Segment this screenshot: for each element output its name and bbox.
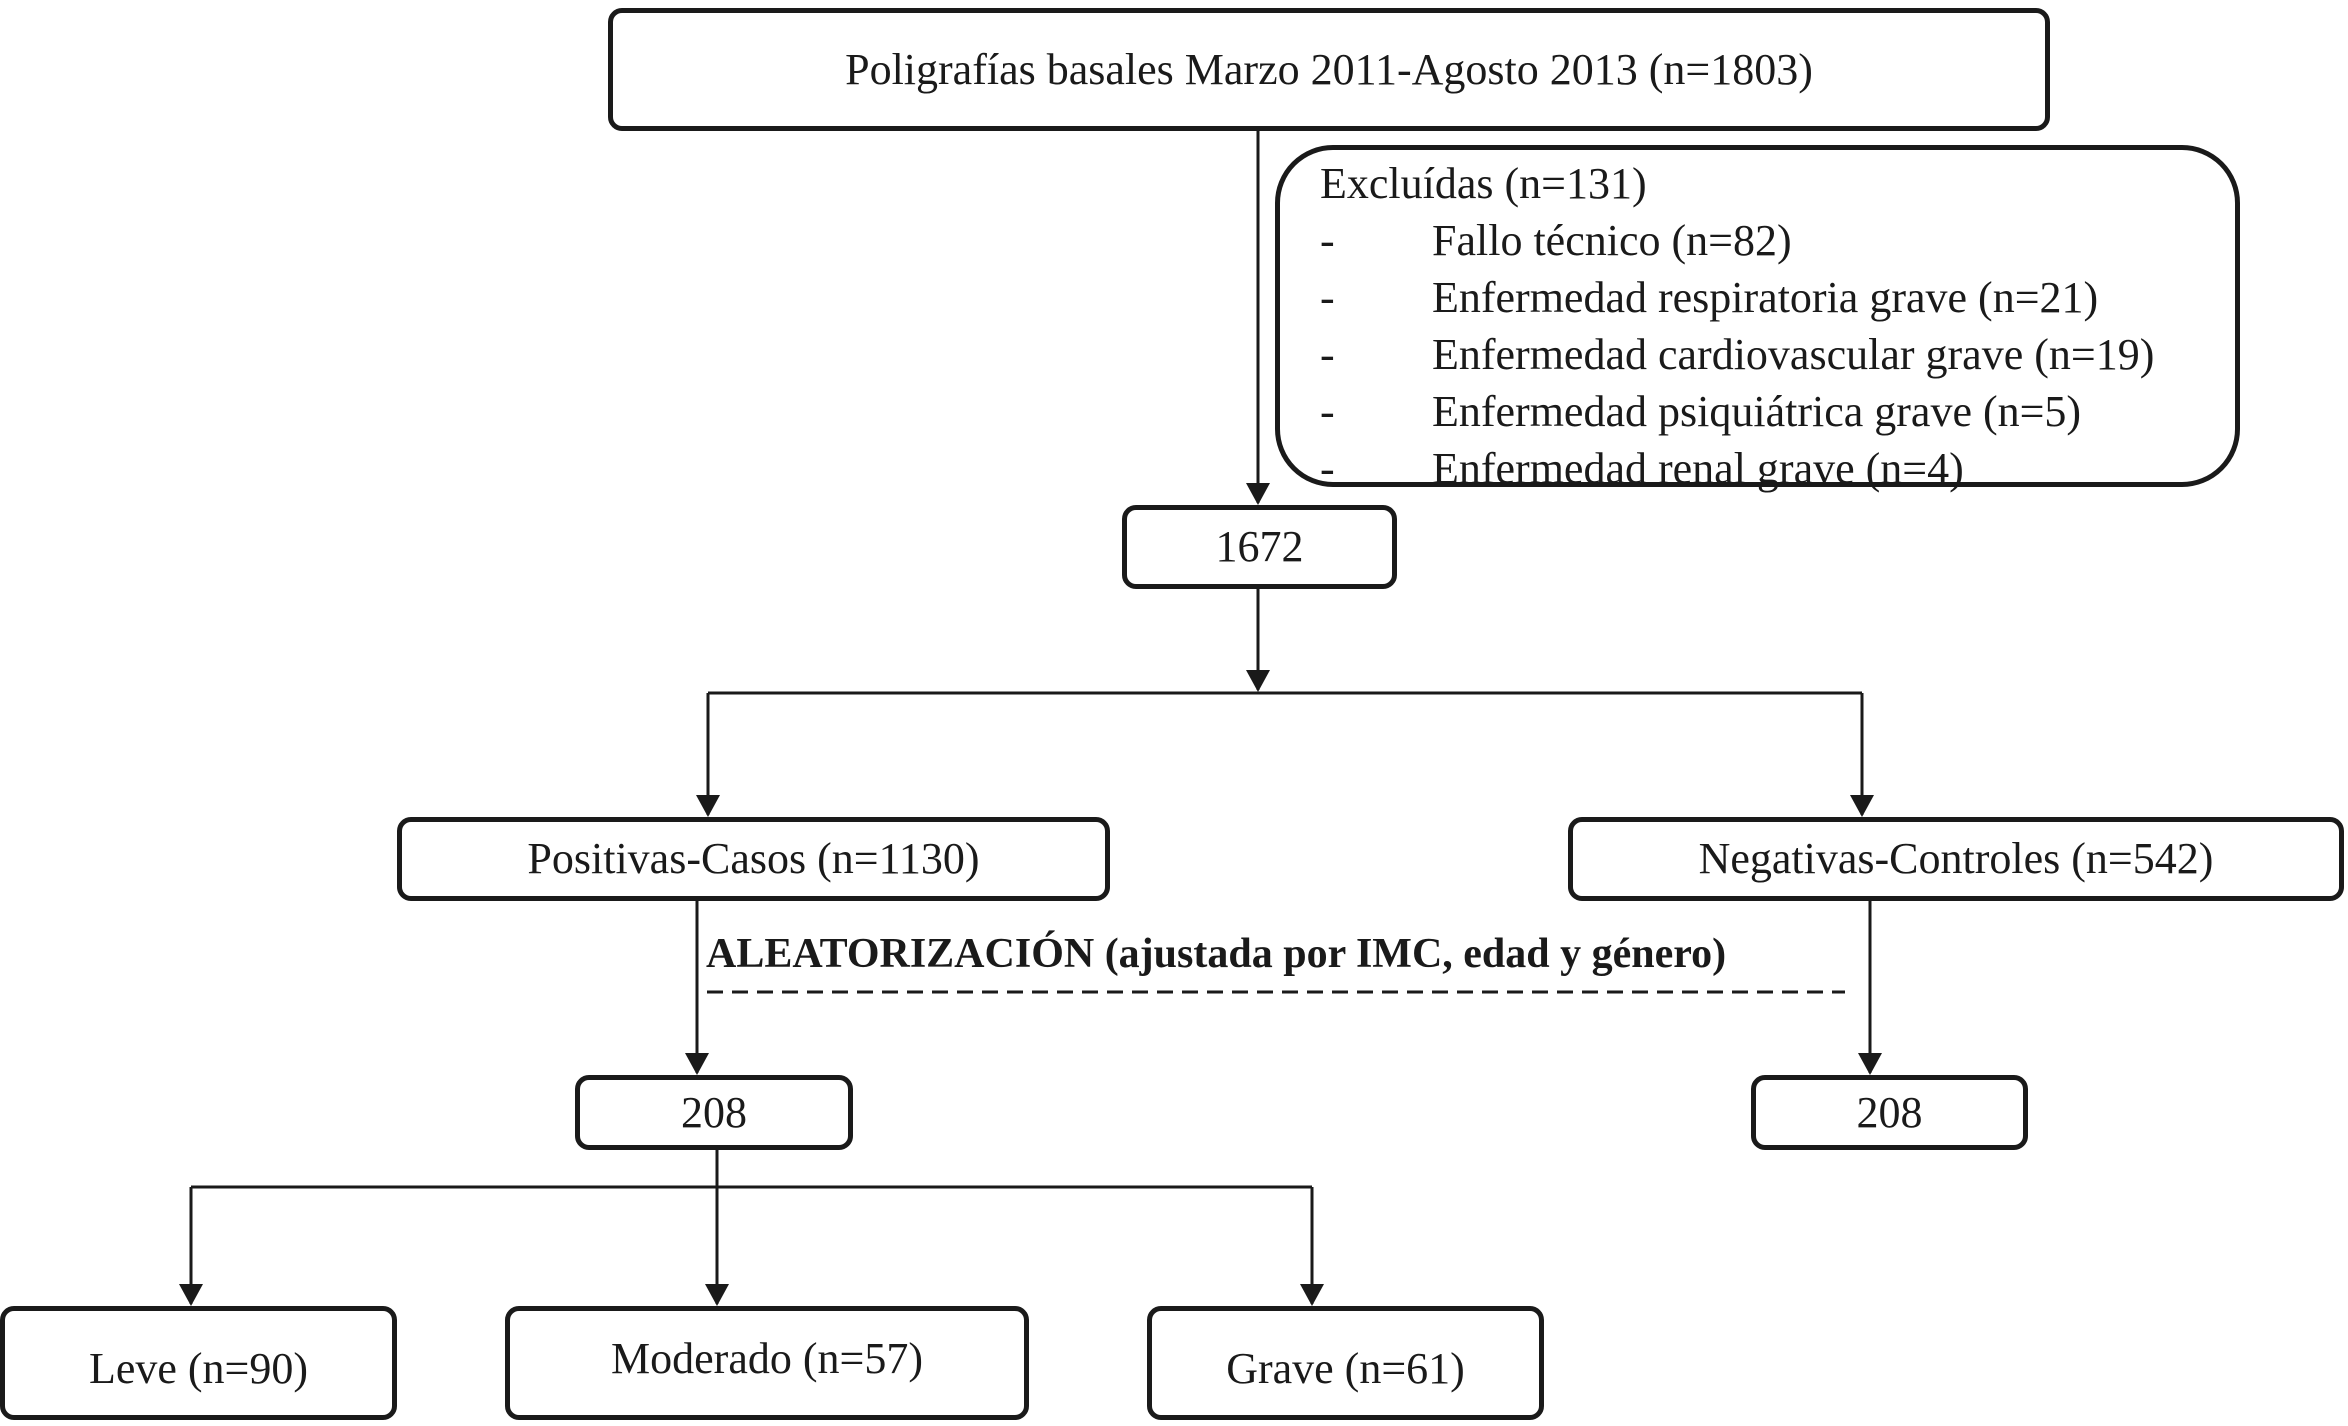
mild-severity-label: Leve (n=90) xyxy=(88,1344,309,1393)
excluded-box: Excluídas (n=131) - Fallo técnico (n=82)… xyxy=(1275,145,2240,493)
positive-cases-box: Positivas-Casos (n=1130) xyxy=(397,817,1110,901)
baseline-polygraphies-box: Poligrafías basales Marzo 2011-Agosto 20… xyxy=(608,8,2050,131)
excluded-title: Excluídas (n=131) xyxy=(1320,159,1647,208)
excluded-reason-label: Enfermedad cardiovascular grave (n=19) xyxy=(1432,330,2155,379)
list-dash: - xyxy=(1320,330,1335,379)
excluded-reason-label: Enfermedad renal grave (n=4) xyxy=(1432,444,1964,493)
list-dash: - xyxy=(1320,273,1335,322)
controls-sample-box: 208 xyxy=(1751,1075,2028,1150)
positive-cases-label: Positivas-Casos (n=1130) xyxy=(527,834,980,883)
included-total-label: 1672 xyxy=(1215,522,1304,571)
cases-sample-label: 208 xyxy=(681,1087,747,1137)
list-dash: - xyxy=(1320,387,1335,436)
excluded-reason-label: Fallo técnico (n=82) xyxy=(1432,216,1792,265)
severe-severity-label: Grave (n=61) xyxy=(1226,1344,1465,1393)
moderate-severity-box: Moderado (n=57) xyxy=(505,1306,1029,1420)
list-dash: - xyxy=(1320,444,1335,493)
cases-sample-box: 208 xyxy=(575,1075,853,1150)
randomization-label: ALEATORIZACIÓN (ajustada por IMC, edad y… xyxy=(706,931,1727,977)
controls-sample-label: 208 xyxy=(1856,1087,1923,1137)
severe-severity-box: Grave (n=61) xyxy=(1147,1306,1544,1420)
mild-severity-box: Leve (n=90) xyxy=(0,1306,397,1420)
negative-controls-box: Negativas-Controles (n=542) xyxy=(1568,817,2344,901)
moderate-severity-label: Moderado (n=57) xyxy=(611,1334,923,1383)
list-dash: - xyxy=(1320,216,1335,265)
included-total-box: 1672 xyxy=(1122,505,1397,589)
baseline-polygraphies-label: Poligrafías basales Marzo 2011-Agosto 20… xyxy=(845,44,1813,94)
excluded-reason-label: Enfermedad psiquiátrica grave (n=5) xyxy=(1432,387,2082,436)
excluded-reason-label: Enfermedad respiratoria grave (n=21) xyxy=(1432,273,2099,322)
negative-controls-label: Negativas-Controles (n=542) xyxy=(1698,834,2214,883)
